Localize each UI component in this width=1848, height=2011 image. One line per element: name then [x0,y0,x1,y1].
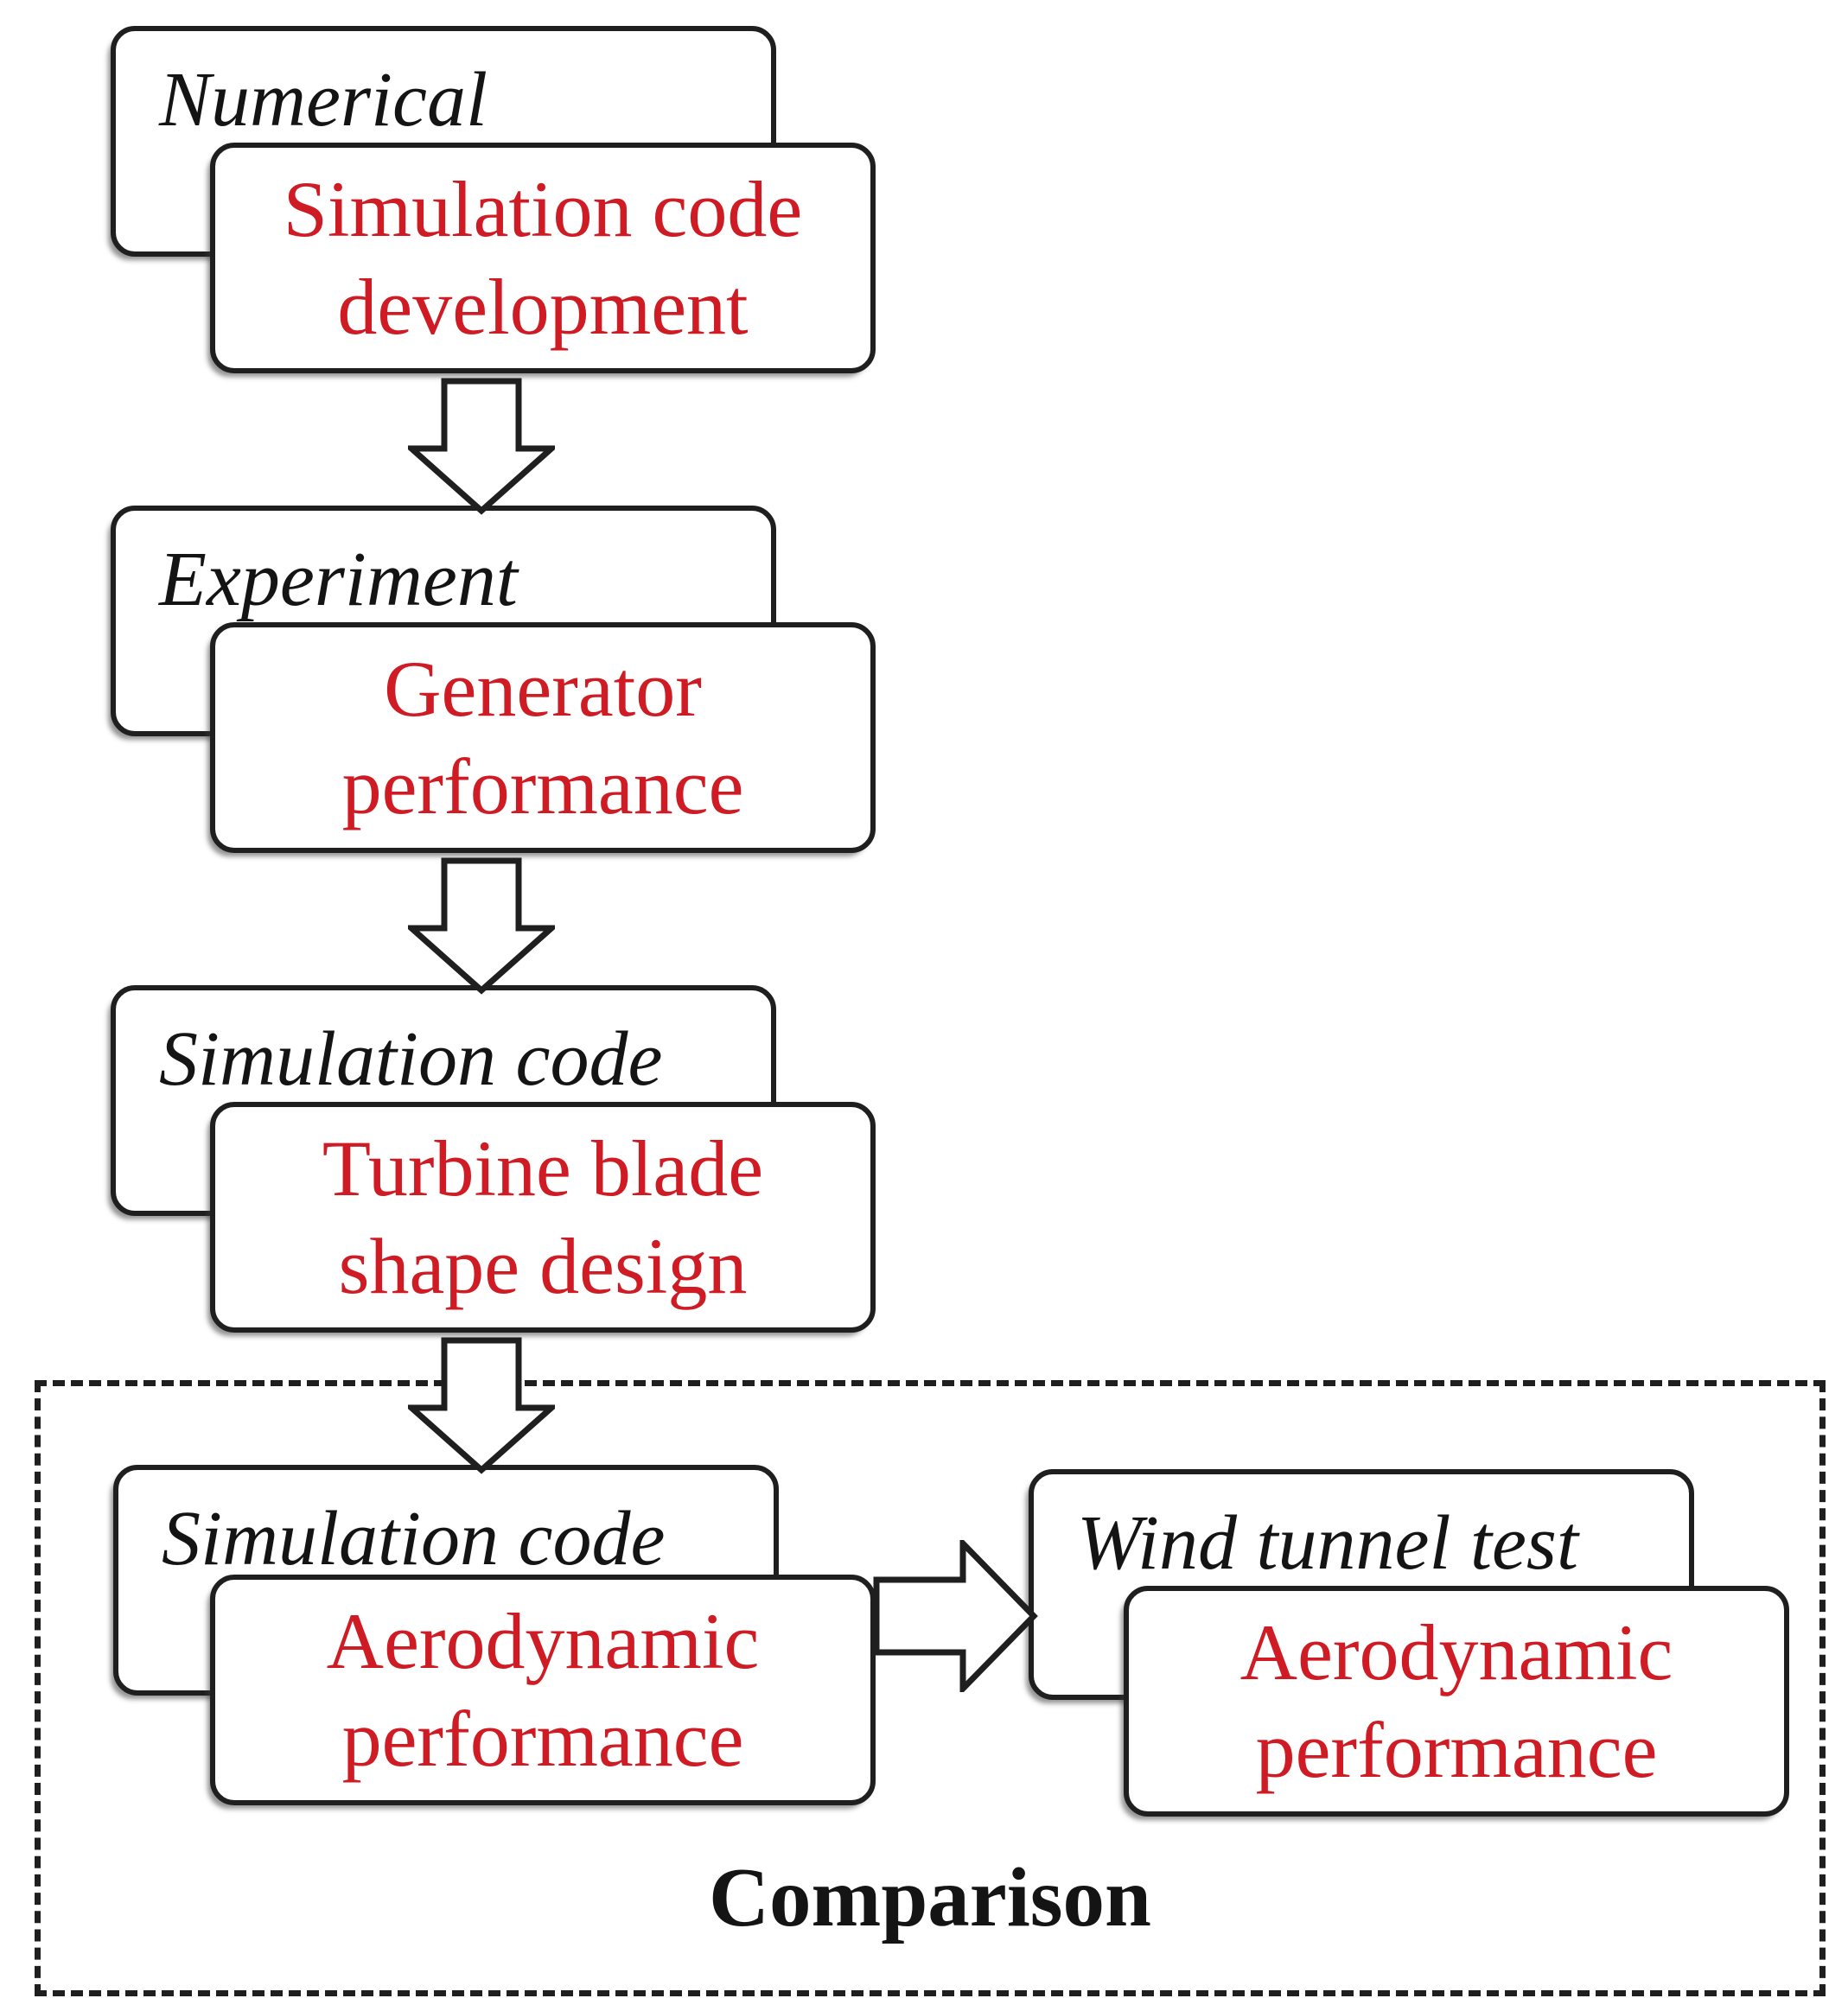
step-text-line: Simulation code [283,165,803,254]
down-arrow-icon [408,857,555,995]
step-text-line: performance [1255,1705,1658,1794]
step-text-line: shape design [338,1221,748,1310]
step-box-simulation-code-development: Simulation code development [210,143,876,373]
step-box-turbine-blade-shape-design: Turbine blade shape design [210,1102,876,1333]
step-box-aerodynamic-performance-sim: Aerodynamic performance [210,1575,876,1805]
step-text-line: Turbine blade [322,1124,764,1213]
category-label: Numerical [159,57,487,143]
category-label: Wind tunnel test [1077,1500,1578,1586]
step-box-generator-performance: Generator performance [210,622,876,853]
comparison-dashed-region [35,1380,1826,1996]
step-box-aerodynamic-performance-test: Aerodynamic performance [1124,1586,1789,1817]
step-text-line: performance [341,1694,744,1783]
step-text-line: Generator [384,645,702,734]
step-text-line: development [337,262,749,351]
comparison-label: Comparison [709,1851,1151,1944]
down-arrow-icon [408,1337,555,1474]
step-text-line: Aerodynamic [1239,1608,1673,1697]
category-label: Experiment [159,537,518,622]
category-label: Simulation code [162,1496,666,1581]
step-text-line: Aerodynamic [326,1597,760,1686]
right-arrow-icon [873,1540,1038,1692]
category-label: Simulation code [159,1016,663,1102]
step-text-line: performance [341,741,744,830]
down-arrow-icon [408,378,555,515]
